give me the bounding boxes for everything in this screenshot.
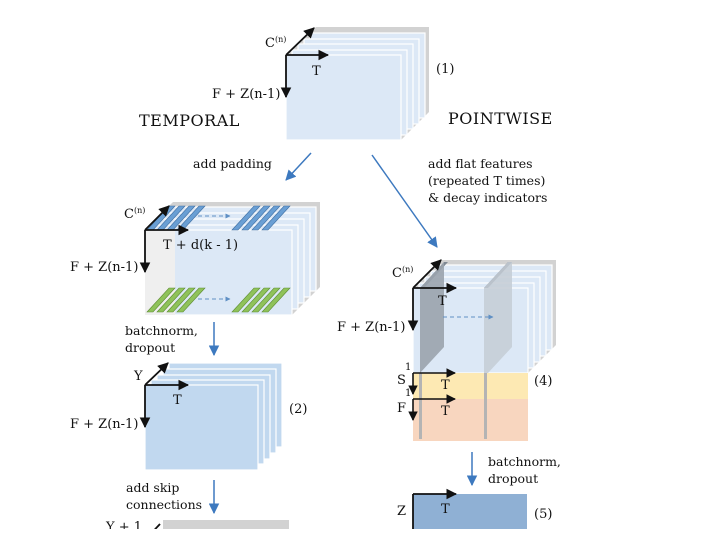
time-slab	[420, 262, 444, 373]
padding-bar	[156, 287, 186, 313]
t-padded-axis-label: T + d(k - 1)	[163, 238, 238, 253]
block-2: Y T F + Z(n-1) (2)	[70, 362, 307, 471]
block-number-1: (1)	[436, 62, 454, 77]
y-axis-arrow	[144, 362, 169, 386]
f-t-label: T	[441, 404, 450, 419]
padding-bar	[146, 287, 176, 313]
step-add-flat-features: add flat features (repeated T times) & d…	[428, 156, 549, 205]
padding-bar	[261, 287, 291, 313]
top-block: C(n) T F + Z(n-1) (1)	[212, 27, 454, 141]
z-axis-label: Z	[397, 504, 406, 519]
step-batchnorm-dropout-pointwise: batchnorm, dropout	[488, 454, 565, 486]
padding-bar	[231, 205, 261, 231]
padding-bar	[176, 287, 206, 313]
y-axis-arrow	[150, 523, 161, 533]
padding-bars-green	[146, 287, 291, 313]
block-4: C(n) T F + Z(n-1) 1 S T 1 F T (4)	[337, 259, 556, 441]
padding-bar	[166, 287, 196, 313]
t-axis-label: T	[441, 502, 450, 517]
padding-bar	[241, 287, 271, 313]
c-axis-label: C(n)	[392, 265, 413, 281]
block-number-5: (5)	[534, 507, 552, 522]
s-axis-label: S	[397, 373, 406, 388]
c-axis-arrow	[144, 205, 170, 231]
c-axis-label: C(n)	[265, 35, 286, 51]
flat-features-band	[413, 373, 528, 399]
step-add-padding: add padding	[193, 156, 272, 171]
time-slab-stem	[484, 373, 487, 439]
step-batchnorm-dropout: batchnorm, dropout	[125, 323, 202, 355]
padding-bars-blue	[146, 205, 291, 231]
f-axis-label: F + Z(n-1)	[70, 260, 138, 275]
f-axis-label: F + Z(n-1)	[70, 417, 138, 432]
t-axis-label: T	[438, 294, 447, 309]
padding-bar	[251, 205, 281, 231]
c-axis-label: C(n)	[124, 206, 145, 222]
block-5-front	[413, 494, 527, 533]
block-5: Z T (5)	[397, 488, 552, 533]
time-slab-stem	[419, 373, 422, 439]
padding-bar	[251, 287, 281, 313]
arrow-to-temporal	[285, 152, 312, 181]
y-axis-label: Y	[133, 369, 143, 384]
c-axis-arrow	[412, 259, 442, 289]
y-axis-label: Y + 1	[105, 520, 142, 529]
one-label: 1	[405, 388, 411, 399]
f-axis-label: F + Z(n-1)	[212, 87, 280, 102]
f-axis-label: F + Z(n-1)	[337, 320, 405, 335]
decay-indicators-band	[413, 399, 528, 441]
t-axis-label: T	[173, 393, 182, 408]
t-axis-label: T	[312, 64, 321, 79]
one-label: 1	[405, 362, 411, 373]
padded-block: C(n) T + d(k - 1) F + Z(n-1)	[70, 202, 320, 316]
f2-axis-label: F	[397, 401, 406, 416]
block-number-4: (4)	[534, 374, 552, 389]
c-axis-arrow	[285, 27, 315, 56]
block-3-shadow	[163, 520, 289, 533]
top-block-front	[285, 54, 402, 141]
step-add-skip-connections: add skip connections	[126, 480, 202, 512]
padding-bar	[231, 287, 261, 313]
section-title-pointwise: POINTWISE	[448, 109, 553, 128]
arrow-to-pointwise	[371, 154, 438, 248]
padding-bar	[261, 205, 291, 231]
time-slab	[484, 262, 512, 373]
block-number-2: (2)	[289, 402, 307, 417]
block-3: Y + 1	[105, 520, 289, 533]
padding-bar	[241, 205, 271, 231]
block-2-front	[144, 384, 259, 471]
section-title-temporal: TEMPORAL	[139, 111, 240, 130]
s-t-label: T	[441, 378, 450, 393]
